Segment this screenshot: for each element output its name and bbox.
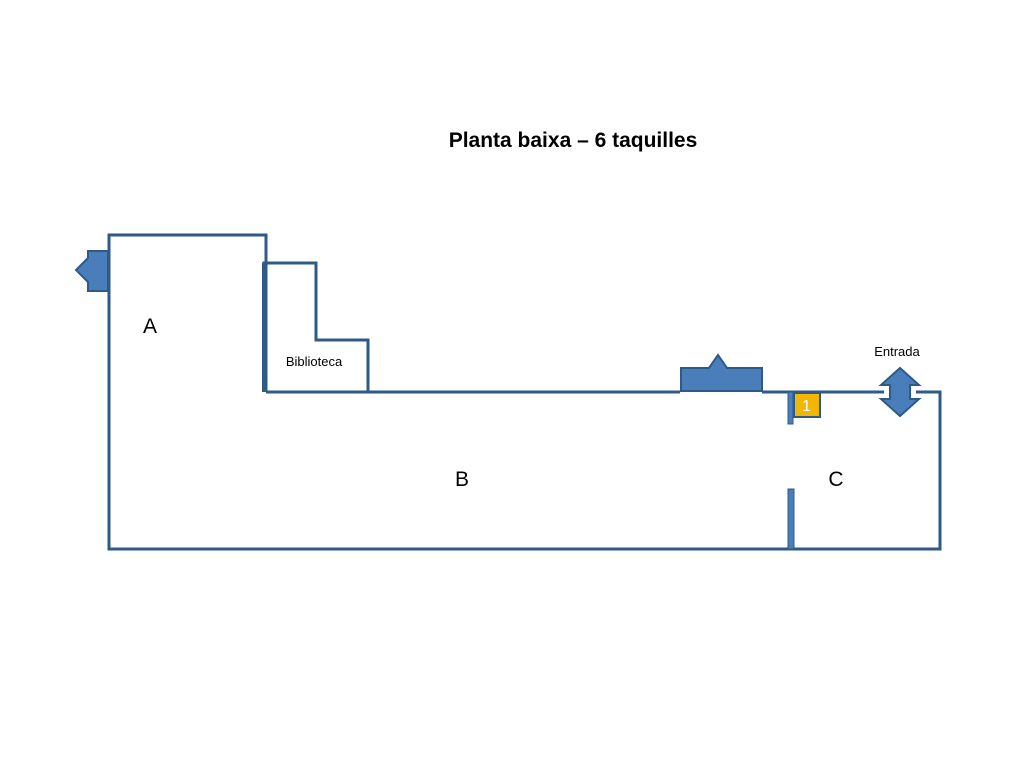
entrance-label: Entrada — [874, 344, 920, 359]
entrance-double-arrow-icon — [878, 366, 922, 418]
room-label-library: Biblioteca — [286, 354, 343, 369]
page-title: Planta baixa – 6 taquilles — [449, 129, 698, 152]
building-walls — [107, 233, 942, 551]
top-exit-arrow-icon — [680, 353, 763, 392]
room-label-a: A — [143, 315, 157, 338]
outer-wall — [107, 233, 942, 551]
left-exit-arrow-icon — [74, 250, 109, 292]
room-label-c: C — [828, 468, 843, 491]
partition-wall — [787, 391, 795, 550]
library-room — [262, 261, 370, 392]
locker-badge-number: 1 — [802, 398, 811, 415]
room-label-b: B — [455, 468, 469, 491]
locker-badge: 1 — [793, 392, 821, 418]
